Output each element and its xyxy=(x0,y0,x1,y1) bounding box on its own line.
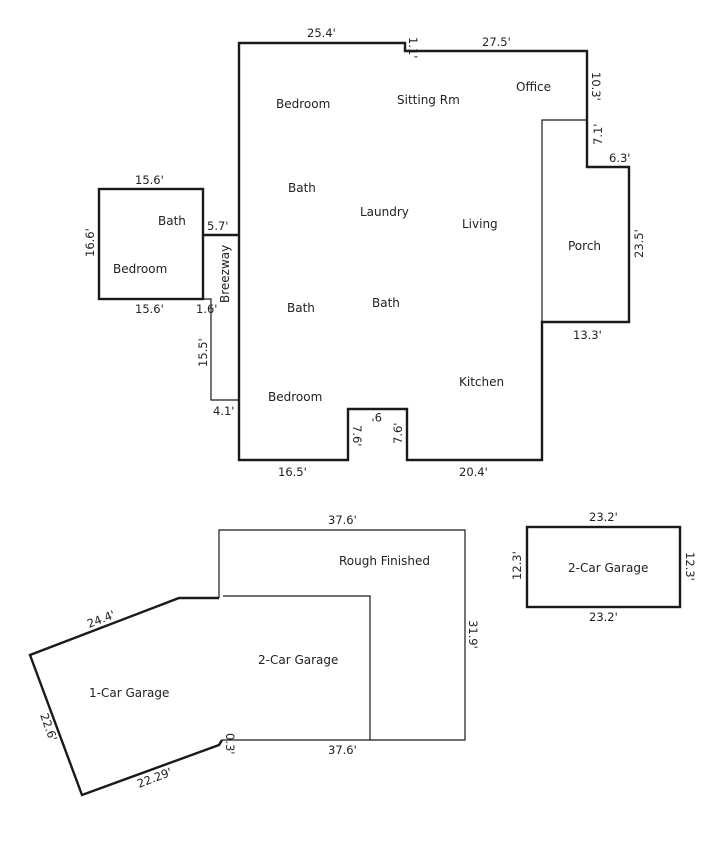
main-house: Bedroom Sitting Rm Office Bath Laundry L… xyxy=(237,26,646,479)
room-label-two-car-garage: 2-Car Garage xyxy=(258,653,338,667)
dim-top-left: 25.4' xyxy=(307,26,336,40)
dim-garage-right: 31.9' xyxy=(466,620,480,649)
porch-inner-wall xyxy=(541,119,587,322)
room-label-annex-bedroom: Bedroom xyxy=(113,262,167,276)
dim-notch-top: 9' xyxy=(372,410,382,424)
room-label-bedroom-north: Bedroom xyxy=(276,97,330,111)
dim-detached-right: 12.3' xyxy=(683,552,697,581)
room-label-laundry: Laundry xyxy=(360,205,409,219)
dim-breezeway-side: 15.5' xyxy=(196,338,210,367)
dim-annex-top: 15.6' xyxy=(135,173,164,187)
dim-bottom-left: 16.5' xyxy=(278,465,307,479)
room-label-detached-garage: 2-Car Garage xyxy=(568,561,648,575)
dim-garage-top: 37.6' xyxy=(328,513,357,527)
room-label-bath-3: Bath xyxy=(372,296,400,310)
dim-annex-left: 16.6' xyxy=(83,228,97,257)
dim-breezeway-bottom: 4.1' xyxy=(213,404,234,418)
room-label-breezeway: Breezway xyxy=(218,245,232,303)
dim-detached-top: 23.2' xyxy=(589,510,618,524)
dim-porch-top: 6.3' xyxy=(609,151,630,165)
room-label-kitchen: Kitchen xyxy=(459,375,504,389)
detached-garage-outline xyxy=(525,525,682,609)
dim-right-upper: 10.3' xyxy=(589,72,603,101)
dim-notch-left: 7.6' xyxy=(350,425,364,446)
annex-outline xyxy=(97,187,205,301)
dim-notch-right: 7.6' xyxy=(391,423,405,444)
two-car-garage-inner-wall xyxy=(223,595,371,740)
dim-garage-bottom: 37.6' xyxy=(328,743,357,757)
detached-garage: 2-Car Garage 23.2' 23.2' 12.3' 12.3' xyxy=(510,510,697,624)
dim-detached-bottom: 23.2' xyxy=(589,610,618,624)
room-label-bath-2: Bath xyxy=(287,301,315,315)
room-label-rough-finished: Rough Finished xyxy=(339,554,430,568)
garage-angled-walls xyxy=(28,596,224,797)
breezeway-thin-walls xyxy=(203,298,239,401)
dim-detached-left: 12.3' xyxy=(510,551,524,580)
dim-porch-right: 23.5' xyxy=(632,229,646,258)
dim-top-step: 1.1' xyxy=(406,37,420,58)
dim-garage-left: 22.6' xyxy=(37,711,60,743)
room-label-sitting-room: Sitting Rm xyxy=(397,93,460,107)
garage-rough-finished-outline xyxy=(218,529,466,741)
dim-top-right: 27.5' xyxy=(482,35,511,49)
dim-annex-bottom: 15.6' xyxy=(135,302,164,316)
dim-breezeway-step: 1.6' xyxy=(196,302,217,316)
room-label-one-car-garage: 1-Car Garage xyxy=(89,686,169,700)
dim-bottom-right: 20.4' xyxy=(459,465,488,479)
garage-complex: Rough Finished 2-Car Garage 1-Car Garage… xyxy=(28,513,480,797)
dim-porch-bottom: 13.3' xyxy=(573,328,602,342)
dim-garage-small-step: 0.3' xyxy=(223,733,237,754)
room-label-annex-bath: Bath xyxy=(158,214,186,228)
room-label-bedroom-south: Bedroom xyxy=(268,390,322,404)
room-label-office: Office xyxy=(516,80,551,94)
annex: Bath Bedroom Breezway 15.6' 16.6' 15.6' … xyxy=(83,173,239,418)
room-label-living: Living xyxy=(462,217,498,231)
room-label-bath-1: Bath xyxy=(288,181,316,195)
dim-breezeway-top: 5.7' xyxy=(207,219,228,233)
dim-right-mid: 7.1' xyxy=(591,124,605,145)
room-label-porch: Porch xyxy=(568,239,601,253)
